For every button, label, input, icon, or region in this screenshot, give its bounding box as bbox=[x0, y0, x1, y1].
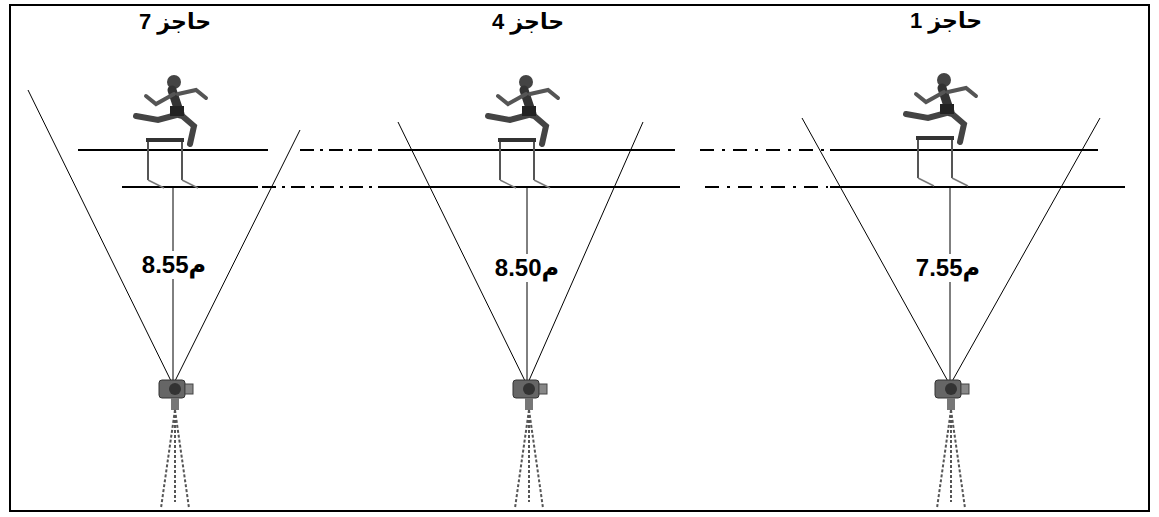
camera-view-lines bbox=[28, 90, 1100, 385]
distance-label: 7.55م bbox=[913, 254, 983, 282]
distance-label: 8.55م bbox=[139, 251, 209, 279]
hurdle-label: حاجز 7 bbox=[136, 9, 214, 34]
hurdle-label: حاجز 1 bbox=[907, 8, 985, 33]
frame-border bbox=[10, 5, 1149, 511]
distance-label: 8.50م bbox=[492, 254, 562, 282]
hurdle-label: حاجز 4 bbox=[489, 9, 567, 34]
lane-lines bbox=[78, 150, 1125, 187]
